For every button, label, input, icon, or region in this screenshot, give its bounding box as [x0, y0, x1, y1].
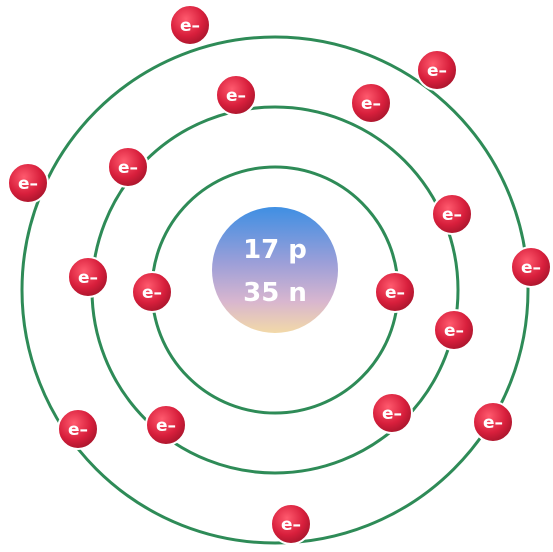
electron: e– [58, 409, 98, 449]
electron-label: e– [385, 283, 405, 303]
electron: e– [170, 5, 210, 45]
neutrons-label: 35 n [243, 278, 307, 308]
protons-label: 17 p [243, 235, 307, 265]
electron-label: e– [180, 16, 200, 36]
nucleus-core [212, 207, 338, 333]
electron-label: e– [78, 268, 98, 288]
electron-label: e– [382, 404, 402, 424]
electron-label: e– [442, 205, 462, 225]
electron: e– [417, 50, 457, 90]
electron: e– [8, 163, 48, 203]
electron-label: e– [521, 258, 541, 278]
electron-label: e– [226, 86, 246, 106]
electron-label: e– [142, 283, 162, 303]
electron-label: e– [68, 420, 88, 440]
nucleus: 17 p 35 n [212, 207, 338, 333]
electron: e– [434, 310, 474, 350]
electron-label: e– [118, 158, 138, 178]
electron: e– [216, 75, 256, 115]
electron-label: e– [281, 515, 301, 535]
electron-label: e– [427, 61, 447, 81]
electron: e– [146, 405, 186, 445]
electron: e– [68, 257, 108, 297]
electron: e– [271, 504, 311, 544]
electron: e– [375, 272, 415, 312]
electron-label: e– [156, 416, 176, 436]
electron: e– [511, 247, 551, 287]
electron-label: e– [444, 321, 464, 341]
electron-label: e– [18, 174, 38, 194]
electron-label: e– [361, 94, 381, 114]
electron: e– [132, 272, 172, 312]
electron: e– [473, 402, 513, 442]
electron: e– [432, 194, 472, 234]
electron: e– [372, 393, 412, 433]
electron-label: e– [483, 413, 503, 433]
electron: e– [108, 147, 148, 187]
electron: e– [351, 83, 391, 123]
